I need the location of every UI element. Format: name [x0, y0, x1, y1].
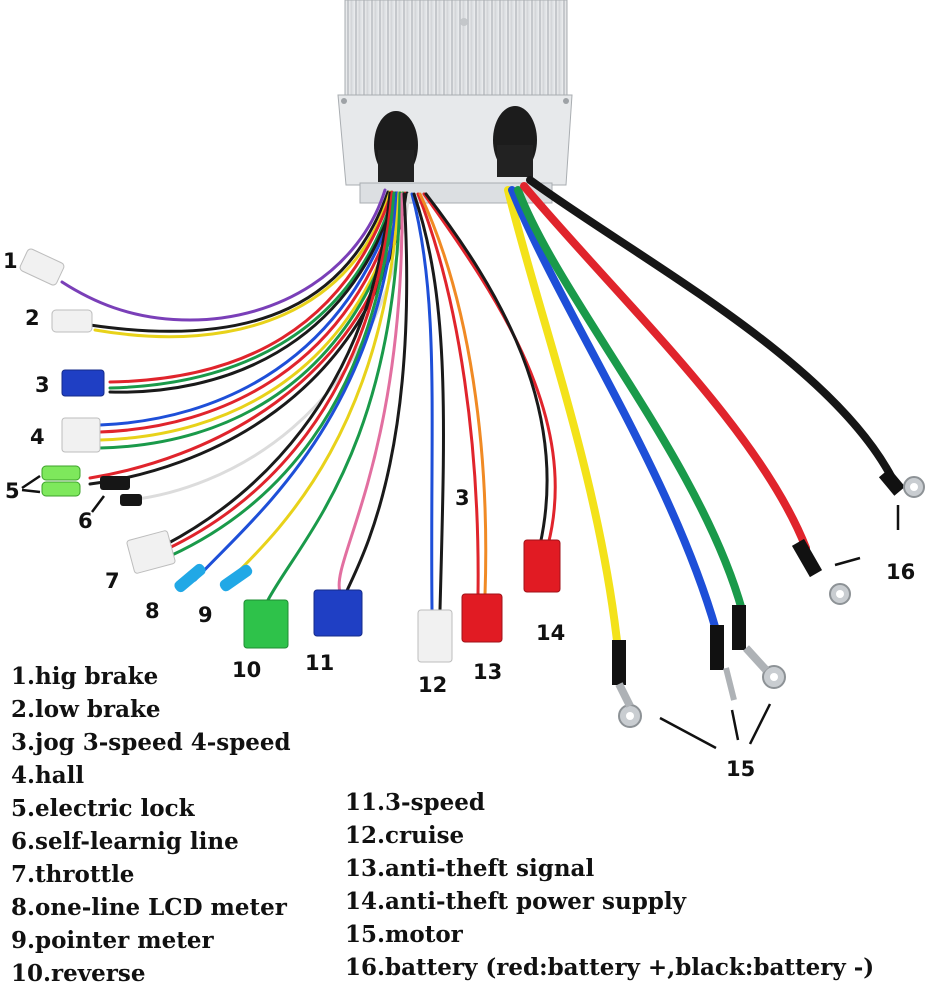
callout-13: 13	[473, 660, 502, 684]
legend-left-item: 9.pointer meter	[11, 927, 214, 954]
connector-1-high-brake	[19, 248, 65, 286]
callout-1: 1	[3, 249, 18, 273]
legend-right-item: 12.cruise	[345, 822, 465, 849]
callout-11: 11	[305, 651, 334, 675]
legend-left-item: 10.reverse	[11, 960, 146, 987]
connector-6-self-learning	[100, 476, 130, 490]
callout-8: 8	[145, 599, 160, 623]
connector-4-hall	[61, 417, 101, 453]
legend-left-item: 1.hig brake	[11, 663, 159, 690]
battery-terminals	[791, 468, 925, 605]
motor-terminals	[612, 605, 786, 728]
connector-10-reverse	[243, 599, 289, 649]
callout-6: 6	[78, 509, 93, 533]
signal-wires	[60, 188, 557, 612]
connector-14-anti-theft-power	[523, 539, 561, 593]
callout-3: 3	[35, 373, 50, 397]
connector-13-anti-theft-signal	[461, 593, 503, 643]
legend-right-item: 16.battery (red:battery +,black:battery …	[345, 954, 875, 981]
callout-numbers: 1 2 3 4 5 6 7 8 9 10 11 3 12 13 14 15 16	[3, 249, 915, 781]
connector-12-cruise	[417, 609, 453, 663]
controller-box	[337, 0, 573, 204]
legend-right-item: 13.anti-theft signal	[345, 855, 595, 882]
callout-4: 4	[30, 425, 45, 449]
connector-6-self-learning-b	[120, 494, 142, 506]
pointer-arrows	[21, 474, 900, 750]
connector-5-electric-lock-a	[41, 465, 81, 481]
callout-9: 9	[198, 603, 213, 627]
power-wires	[504, 176, 896, 654]
callout-3b: 3	[455, 486, 470, 510]
connector-11-3-speed	[313, 589, 363, 637]
callout-16: 16	[886, 560, 915, 584]
legend-left-item: 8.one-line LCD meter	[11, 894, 287, 921]
connector-3-jog	[61, 369, 105, 397]
legend-left-item: 4.hall	[11, 762, 85, 789]
callout-12: 12	[418, 673, 447, 697]
connector-8-lcd-meter	[174, 563, 206, 593]
callout-14: 14	[536, 621, 565, 645]
cable-gland-left	[374, 111, 418, 182]
legend-left-item: 5.electric lock	[11, 795, 195, 822]
callout-10: 10	[232, 658, 261, 682]
connectors	[19, 248, 561, 663]
cable-gland-right	[493, 106, 537, 177]
connector-2-low-brake	[51, 309, 93, 333]
callout-7: 7	[105, 569, 120, 593]
connector-7-throttle	[126, 530, 176, 574]
callout-15: 15	[726, 757, 755, 781]
callout-5: 5	[5, 479, 20, 503]
legend-left-item: 6.self-learnig line	[11, 828, 239, 855]
legend-right-item: 14.anti-theft power supply	[345, 888, 686, 915]
legend-right: 11.3-speed 12.cruise 13.anti-theft signal 1…	[345, 786, 874, 984]
legend-right-item: 11.3-speed	[345, 789, 485, 816]
legend-left-item: 2.low brake	[11, 696, 161, 723]
connector-5-electric-lock-b	[41, 481, 81, 497]
legend-right-item: 15.motor	[345, 921, 463, 948]
callout-2: 2	[25, 306, 40, 330]
legend-left: 1.hig brake 2.low brake 3.jog 3-speed 4-sp…	[11, 660, 291, 990]
legend-left-item: 7.throttle	[11, 861, 135, 888]
connector-9-pointer-meter	[219, 564, 253, 592]
legend-left-item: 3.jog 3-speed 4-speed	[11, 729, 291, 756]
